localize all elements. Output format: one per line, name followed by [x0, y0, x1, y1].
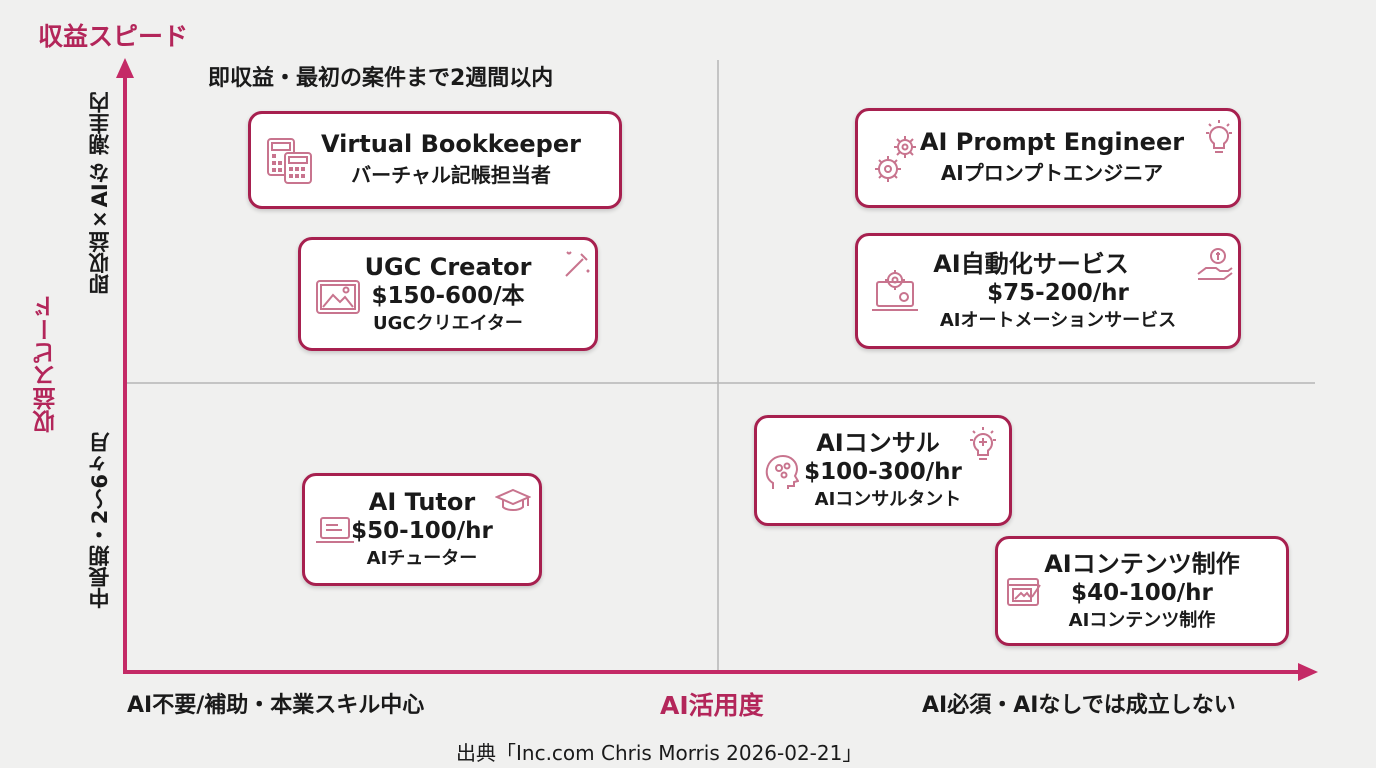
y-label-bottom: 中長期・2〜6ヶ月	[88, 432, 112, 609]
card-subtitle: UGCクリエイター	[373, 312, 523, 334]
card-ai-tutor: AI Tutor $50-100/hr AIチューター	[302, 473, 542, 586]
card-price: $100-300/hr	[804, 459, 962, 485]
laptop-gear-icon	[872, 270, 918, 311]
graduation-cap-icon	[495, 488, 531, 511]
quadrant-caption: 即収益・最初の案件まで2週間以内	[208, 66, 554, 91]
y-label-top: 即収益×AIな 潮圭内	[88, 92, 112, 295]
x-axis-title: AI活用度	[660, 691, 764, 720]
gears-icon	[875, 136, 916, 182]
y-label-side: 収益スピード	[34, 295, 60, 433]
magic-wand-icon	[565, 251, 590, 277]
laptop-icon	[316, 517, 354, 543]
x-axis-arrow	[1298, 663, 1318, 681]
image-icon	[316, 280, 360, 314]
card-title: AIコンサル	[816, 429, 940, 457]
design-icon	[1007, 578, 1041, 606]
card-subtitle: AIコンテンツ制作	[1068, 609, 1216, 631]
calculator-icon	[267, 138, 312, 184]
card-title: AI自動化サービス	[933, 249, 1129, 278]
card-subtitle: AIプロンプトエンジニア	[940, 161, 1164, 185]
x-label-right: AI必須・AIなしでは成立しない	[922, 693, 1236, 718]
card-ugc-creator: UGC Creator $150-600/本 UGCクリエイター	[298, 237, 598, 351]
card-price: $40-100/hr	[1071, 579, 1213, 606]
idea-bulb-icon	[970, 427, 996, 460]
card-title: AI Prompt Engineer	[919, 128, 1185, 156]
brain-head-icon	[765, 454, 799, 489]
card-ai-content: AIコンテンツ制作 $40-100/hr AIコンテンツ制作	[995, 536, 1289, 646]
card-title: AIコンテンツ制作	[1044, 549, 1240, 578]
card-subtitle: AIコンサルタント	[814, 489, 962, 510]
card-title: AI Tutor	[368, 488, 476, 516]
card-ai-automation: AI自動化サービス $75-200/hr AIオートメーションサービス	[855, 233, 1241, 349]
card-title: Virtual Bookkeeper	[321, 130, 581, 158]
source-text: 出典「Inc.com Chris Morris 2026-02-21」	[456, 741, 863, 765]
money-hand-icon	[1197, 248, 1233, 280]
card-ai-consul: AIコンサル $100-300/hr AIコンサルタント	[754, 415, 1012, 526]
x-label-left: AI不要/補助・本業スキル中心	[127, 693, 425, 718]
y-axis-title: 収益スピード	[38, 22, 189, 51]
card-subtitle: AIチューター	[366, 548, 478, 569]
card-ai-prompt-engineer: AI Prompt Engineer AIプロンプトエンジニア	[855, 108, 1241, 208]
card-price: $75-200/hr	[987, 279, 1129, 306]
card-title: UGC Creator	[364, 252, 532, 281]
y-axis-arrow	[116, 58, 134, 78]
card-subtitle: AIオートメーションサービス	[939, 309, 1177, 331]
card-subtitle: バーチャル記帳担当者	[351, 163, 551, 187]
card-price: $50-100/hr	[351, 518, 493, 544]
card-virtual-bookkeeper: Virtual Bookkeeper バーチャル記帳担当者	[248, 111, 622, 209]
lightbulb-icon	[1206, 120, 1232, 153]
card-price: $150-600/本	[371, 282, 525, 309]
